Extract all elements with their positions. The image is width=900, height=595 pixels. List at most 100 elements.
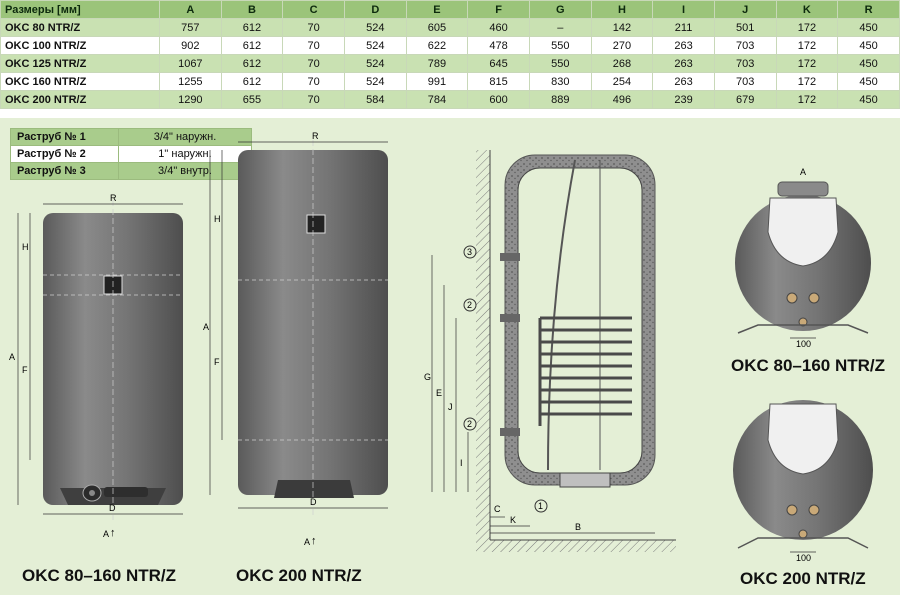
table-cell: 70 <box>282 90 345 109</box>
table-cell: 1290 <box>159 90 222 109</box>
dimensions-table: Размеры [мм] A B C D E F G H I J K R OKC… <box>0 0 900 109</box>
table-cell: 268 <box>590 54 654 73</box>
table-cell: 172 <box>775 18 839 37</box>
dim-label-E: E <box>436 388 442 398</box>
dim-label-D: D <box>310 497 317 507</box>
dim-label-K: K <box>510 515 516 525</box>
table-cell: 612 <box>220 54 284 73</box>
pipe-connector <box>500 314 520 322</box>
table-cell: 524 <box>343 54 407 73</box>
up-arrow-icon: ↑ <box>311 535 317 547</box>
table-cell: 612 <box>220 18 284 37</box>
front-view-large: R D A ↑ A H F <box>203 131 388 547</box>
table-row: OKC 80 NTR/Z 757 612 70 524 605 460 – 14… <box>0 18 900 37</box>
table-cell: 789 <box>405 54 469 73</box>
dim-label-F: F <box>214 357 220 367</box>
table-cell: 496 <box>590 90 654 109</box>
heat-exchanger-coil <box>538 316 632 426</box>
header-cell: F <box>467 0 530 19</box>
dim-label-I: I <box>460 458 463 468</box>
table-cell: 703 <box>713 36 777 55</box>
table-cell: 263 <box>652 54 715 73</box>
table-cell: 1255 <box>159 72 222 91</box>
port-marker-label: 2 <box>467 300 472 310</box>
header-cell: K <box>775 0 839 19</box>
table-cell: 70 <box>282 18 345 37</box>
port-value: 3/4" внутр. <box>118 162 252 180</box>
header-cell: E <box>405 0 469 19</box>
top-cap <box>777 181 829 197</box>
caption-top-large: OKC 200 NTR/Z <box>740 569 866 588</box>
dim-label-100: 100 <box>796 339 811 349</box>
front-view-small: R D A ↑ A H F <box>9 193 183 539</box>
caption-top-small: OKC 80–160 NTR/Z <box>731 356 885 375</box>
pipe-connector <box>500 428 520 436</box>
table-cell: 655 <box>220 90 284 109</box>
table-cell: 450 <box>837 72 900 91</box>
table-cell: 172 <box>775 90 839 109</box>
table-cell: 524 <box>343 18 407 37</box>
pipe-stub <box>798 529 808 539</box>
pipe-stub <box>808 504 820 516</box>
port-marker-label: 1 <box>538 501 543 511</box>
thermostat-panel <box>104 487 148 497</box>
dim-label-D: D <box>109 503 116 513</box>
dim-label-R: R <box>312 131 319 141</box>
port-marker-label: 3 <box>467 247 472 257</box>
table-cell: 211 <box>652 18 715 37</box>
table-cell: 703 <box>713 54 777 73</box>
table-cell: 612 <box>220 72 284 91</box>
control-housing <box>767 403 839 475</box>
header-cell: B <box>220 0 284 19</box>
dim-label-100: 100 <box>796 553 811 563</box>
table-cell: – <box>528 18 592 37</box>
header-cell: I <box>652 0 715 19</box>
dim-label-J: J <box>448 402 453 412</box>
header-cell: Размеры [мм] <box>0 0 160 19</box>
table-cell: 450 <box>837 36 900 55</box>
dim-label-B: B <box>575 522 581 532</box>
table-cell: 889 <box>528 90 592 109</box>
caption-front-large: OKC 200 NTR/Z <box>236 566 362 585</box>
header-cell: R <box>837 0 900 19</box>
table-cell: 450 <box>837 54 900 73</box>
port-marker <box>463 298 477 312</box>
table-cell: 784 <box>405 90 469 109</box>
table-cell: 584 <box>343 90 407 109</box>
table-cell: 70 <box>282 72 345 91</box>
model-cell: OKC 80 NTR/Z <box>0 18 160 37</box>
table-cell: 239 <box>652 90 715 109</box>
table-cell: 263 <box>652 72 715 91</box>
model-cell: OKC 100 NTR/Z <box>0 36 160 55</box>
table-cell: 450 <box>837 90 900 109</box>
table-cell: 254 <box>590 72 654 91</box>
model-cell: OKC 125 NTR/Z <box>0 54 160 73</box>
table-cell: 612 <box>220 36 284 55</box>
header-cell: A <box>159 0 222 19</box>
table-row: OKC 160 NTR/Z 1255 612 70 524 991 815 83… <box>0 72 900 91</box>
table-row: OKC 125 NTR/Z 1067 612 70 524 789 645 55… <box>0 54 900 73</box>
table-cell: 172 <box>775 54 839 73</box>
pipe-stub <box>786 292 798 304</box>
table-cell: 142 <box>590 18 654 37</box>
table-cell: 991 <box>405 72 469 91</box>
dim-label-A: A <box>9 352 15 362</box>
logo-badge <box>306 214 326 234</box>
table-cell: 501 <box>713 18 777 37</box>
table-header-row: Размеры [мм] A B C D E F G H I J K R <box>0 0 900 19</box>
table-cell: 524 <box>343 36 407 55</box>
top-view-large: 100 <box>733 400 873 563</box>
table-cell: 902 <box>159 36 222 55</box>
table-row: OKC 200 NTR/Z 1290 655 70 584 784 600 88… <box>0 90 900 109</box>
pipe-connector <box>500 253 520 261</box>
inner-tank <box>517 167 643 474</box>
table-cell: 757 <box>159 18 222 37</box>
table-cell: 263 <box>652 36 715 55</box>
table-cell: 70 <box>282 36 345 55</box>
mounting-bracket <box>737 537 869 549</box>
table-cell: 450 <box>837 18 900 37</box>
table-cell: 645 <box>467 54 530 73</box>
dim-label-H: H <box>214 214 221 224</box>
table-cell: 830 <box>528 72 592 91</box>
dim-label-C: C <box>494 504 501 514</box>
